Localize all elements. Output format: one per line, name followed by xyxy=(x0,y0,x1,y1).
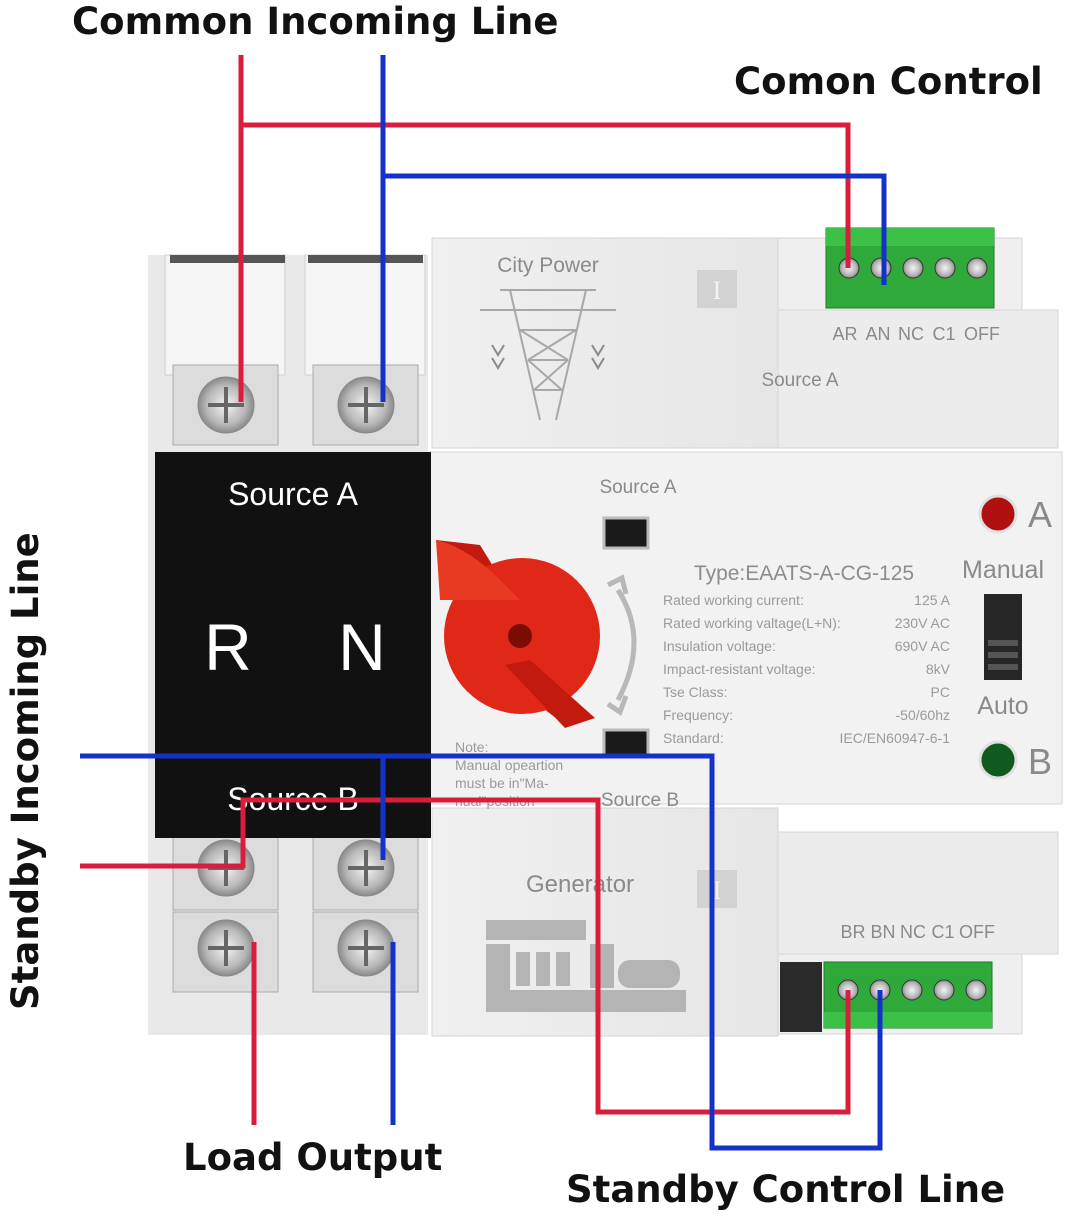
lamp-a xyxy=(978,494,1018,534)
svg-text:must be in"Ma-: must be in"Ma- xyxy=(455,775,549,791)
left-terminal-slot-1 xyxy=(164,254,286,376)
svg-text:Note:: Note: xyxy=(455,739,488,755)
spec-value: 230V AC xyxy=(895,615,950,631)
auto-label: Auto xyxy=(977,692,1028,720)
spec-value: -50/60hz xyxy=(896,707,950,723)
spec-value: 690V AC xyxy=(895,638,950,654)
terminal-br: BR xyxy=(840,922,865,942)
top-source-a-label: Source A xyxy=(761,370,838,391)
top-terminal-block-lip xyxy=(826,228,994,246)
top-terminal-labels: AR AN NC C1 OFF xyxy=(832,324,1000,344)
terminal-nc-bottom: NC xyxy=(900,922,926,942)
bottom-terminal-block-shadow xyxy=(780,962,822,1032)
spec-value: PC xyxy=(931,684,950,700)
load-output-callout: Load Output xyxy=(183,1136,442,1179)
terminal-ar: AR xyxy=(832,324,857,344)
city-power-title: City Power xyxy=(497,254,599,277)
terminal-an: AN xyxy=(865,324,890,344)
spec-name: Insulation voltage: xyxy=(663,638,776,654)
spec-name: Rated working current: xyxy=(663,592,804,608)
terminal-strip-top-2 xyxy=(308,255,423,263)
standby-incoming-neutral-wire xyxy=(80,753,883,1151)
standby-control-callout: Standby Control Line xyxy=(566,1168,1005,1211)
source-b-slot[interactable] xyxy=(602,728,650,758)
spec-value: IEC/EN60947-6-1 xyxy=(839,730,950,746)
common-control-neutral-wire xyxy=(380,55,887,402)
screw-standby-r xyxy=(172,831,279,911)
spec-name: Frequency: xyxy=(663,707,733,723)
left-terminal-slot-2 xyxy=(304,254,426,376)
screw-top-n xyxy=(312,364,419,446)
top-indicator-label: I xyxy=(713,276,722,305)
spec-name: Rated working valtage(L+N): xyxy=(663,615,841,631)
terminal-off-bottom: OFF xyxy=(959,922,995,942)
svg-text:Manual opeartion: Manual opeartion xyxy=(455,757,563,773)
bottom-terminal-labels: BR BN NC C1 OFF xyxy=(840,922,995,942)
spec-list: Rated working current: 125 A Rated worki… xyxy=(663,592,951,746)
terminal-c1-bottom: C1 xyxy=(931,922,954,942)
spec-value: 8kV xyxy=(926,661,951,677)
screw-top-r xyxy=(172,364,279,446)
spec-name: Impact-resistant voltage: xyxy=(663,661,816,677)
screw-load-r xyxy=(172,911,279,993)
spec-name: Tse Class: xyxy=(663,684,728,700)
bottom-terminal-block-lip xyxy=(824,1012,992,1028)
generator-icon xyxy=(486,920,686,1012)
common-control-callout: Comon Control xyxy=(734,60,1043,103)
center-source-b: Source B xyxy=(601,790,679,811)
screw-standby-n xyxy=(312,831,419,911)
generator-title: Generator xyxy=(526,871,634,898)
panel-n: N xyxy=(338,610,386,684)
spec-value: 125 A xyxy=(914,592,950,608)
center-source-a: Source A xyxy=(599,477,676,498)
power-tower-icon xyxy=(480,289,616,421)
bottom-indicator-label: I xyxy=(713,876,722,905)
rotation-arrow-icon xyxy=(606,574,637,716)
manual-note: Note: Manual opeartion must be in"Ma- nu… xyxy=(455,739,563,809)
lamp-b-label: B xyxy=(1028,741,1052,782)
terminal-strip-top xyxy=(170,255,285,263)
spec-name: Standard: xyxy=(663,730,724,746)
manual-label: Manual xyxy=(962,556,1044,584)
terminal-c1-top: C1 xyxy=(932,324,955,344)
panel-source-a: Source A xyxy=(228,476,359,512)
lamp-b xyxy=(978,740,1018,780)
terminal-off-top: OFF xyxy=(964,324,1000,344)
terminal-nc-top: NC xyxy=(898,324,924,344)
standby-incoming-callout: Standby Incoming Line xyxy=(4,532,47,1010)
source-a-slot[interactable] xyxy=(602,516,650,550)
panel-r: R xyxy=(204,610,252,684)
top-module-right xyxy=(777,309,1059,449)
transfer-handle[interactable] xyxy=(436,540,600,728)
top-indicator-box xyxy=(697,270,737,308)
top-module xyxy=(431,237,779,449)
lamp-a-label: A xyxy=(1028,494,1052,535)
manual-auto-switch[interactable] xyxy=(984,594,1022,680)
screw-load-n xyxy=(312,911,419,993)
standby-incoming-live-wire xyxy=(80,797,851,1115)
terminal-bn: BN xyxy=(870,922,895,942)
top-terminal-screws xyxy=(838,257,988,279)
common-control-live-wire xyxy=(238,55,851,402)
type-label: Type:EAATS-A-CG-125 xyxy=(694,562,914,585)
common-incoming-callout: Common Incoming Line xyxy=(72,0,558,43)
bottom-indicator-box xyxy=(697,870,737,908)
